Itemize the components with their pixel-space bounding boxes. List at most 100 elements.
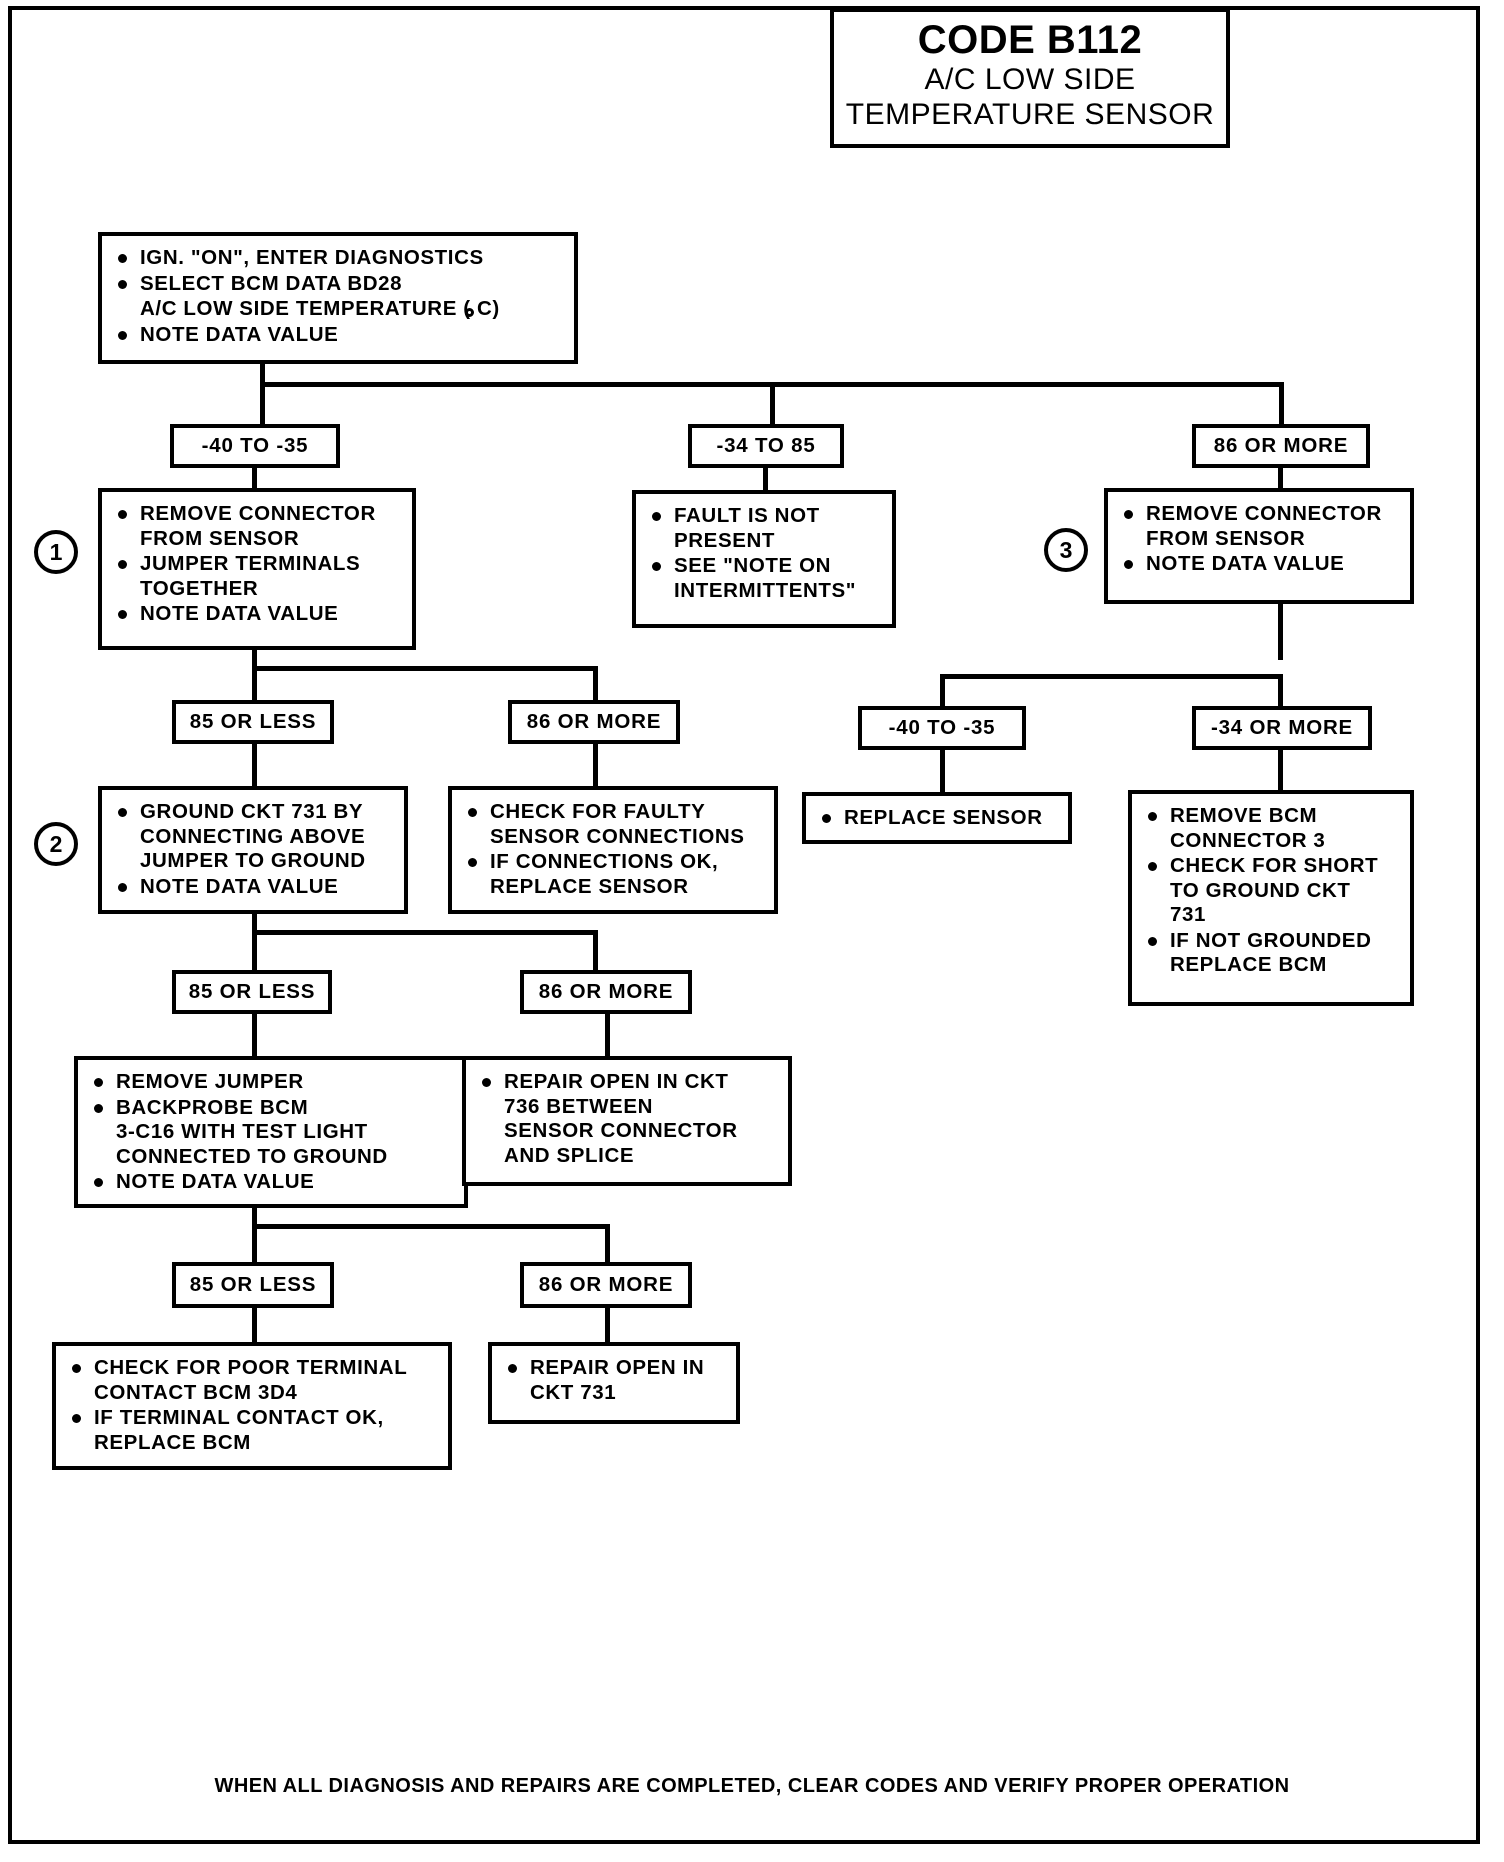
box-fault-line-1: SEE "NOTE ON INTERMITTENTS"	[648, 554, 882, 603]
line-step2-branch-left	[252, 930, 257, 970]
condition-minus34-to-85: -34 TO 85	[688, 424, 844, 468]
box-fault-not-present-list: FAULT IS NOT PRESENT SEE "NOTE ON INTERM…	[648, 504, 882, 603]
condition-label: 86 OR MORE	[526, 710, 662, 733]
box-repair-736-line-0: REPAIR OPEN IN CKT 736 BETWEEN SENSOR CO…	[478, 1070, 778, 1168]
box-fault-not-present: FAULT IS NOT PRESENT SEE "NOTE ON INTERM…	[632, 490, 896, 628]
condition-85-or-less-1: 85 OR LESS	[172, 700, 334, 744]
box-remove-bcm-line-0: REMOVE BCM CONNECTOR 3	[1144, 804, 1400, 853]
box-poor-terminal-line-0: CHECK FOR POOR TERMINAL CONTACT BCM 3D4	[68, 1356, 438, 1405]
box-repair-731-line-0: REPAIR OPEN IN CKT 731	[504, 1356, 726, 1405]
box-poor-terminal-contact: CHECK FOR POOR TERMINAL CONTACT BCM 3D4 …	[52, 1342, 452, 1470]
box-fault-line-0: FAULT IS NOT PRESENT	[648, 504, 882, 553]
condition-label: -40 TO -35	[888, 716, 996, 739]
condition-86-or-more-1: 86 OR MORE	[508, 700, 680, 744]
line-to-cond-a1	[260, 382, 265, 424]
line-cond-85less1-down	[252, 744, 257, 786]
box-step-2: GROUND CKT 731 BY CONNECTING ABOVE JUMPE…	[98, 786, 408, 914]
condition-label: 85 OR LESS	[189, 1273, 317, 1296]
line-cond-a3-down	[1278, 468, 1283, 490]
line-cond-85less2-down	[252, 1014, 257, 1056]
line-step1-branch-right	[593, 666, 598, 700]
box-step-3: REMOVE CONNECTOR FROM SENSOR NOTE DATA V…	[1104, 488, 1414, 604]
line-cond-86more1-down	[593, 744, 598, 786]
line-cond-a2-down	[763, 468, 768, 490]
line-cond-86more3-down	[605, 1308, 610, 1342]
box-start-line-1: SELECT BCM DATA BD28	[114, 272, 564, 297]
line-step1-down	[252, 650, 257, 668]
line-step2-down	[252, 914, 257, 932]
condition-minus34-or-more: -34 OR MORE	[1192, 706, 1372, 750]
line-jumper-branch-left	[252, 1224, 257, 1262]
line-to-cond-a3	[1279, 382, 1284, 424]
condition-label: 86 OR MORE	[538, 1273, 674, 1296]
condition-label: 86 OR MORE	[538, 980, 674, 1003]
box-step-1-list: REMOVE CONNECTOR FROM SENSOR JUMPER TERM…	[114, 502, 402, 627]
line-step1-bus	[252, 666, 598, 671]
box-step-2-line-1: NOTE DATA VALUE	[114, 875, 394, 900]
box-step-1-line-2: NOTE DATA VALUE	[114, 602, 402, 627]
condition-86-or-more-2: 86 OR MORE	[520, 970, 692, 1014]
box-repair-736-list: REPAIR OPEN IN CKT 736 BETWEEN SENSOR CO…	[478, 1070, 778, 1168]
line-cond-m40b-down	[940, 750, 945, 792]
line-cond-a1-down	[252, 468, 257, 490]
condition-85-or-less-3: 85 OR LESS	[172, 1262, 334, 1308]
line-step3-bus	[940, 674, 1283, 679]
line-jumper-down	[252, 1208, 257, 1226]
box-start-line-3: NOTE DATA VALUE	[114, 323, 564, 348]
box-start-line-2: A/C LOW SIDE TEMPERATURE ( C)	[140, 297, 500, 320]
box-step-3-line-1: NOTE DATA VALUE	[1120, 552, 1400, 577]
box-remove-jumper-line-1: BACKPROBE BCM 3-C16 WITH TEST LIGHT CONN…	[90, 1096, 454, 1170]
step-marker-2: 2	[34, 822, 78, 866]
title-block: CODE B112 A/C LOW SIDE TEMPERATURE SENSO…	[830, 8, 1230, 148]
box-remove-jumper-line-0: REMOVE JUMPER	[90, 1070, 454, 1095]
box-replace-sensor: REPLACE SENSOR	[802, 792, 1072, 844]
box-repair-open-736: REPAIR OPEN IN CKT 736 BETWEEN SENSOR CO…	[462, 1056, 792, 1186]
condition-label: 85 OR LESS	[189, 710, 317, 733]
line-start-down	[260, 364, 265, 384]
line-step3-branch-right	[1278, 674, 1283, 708]
box-remove-bcm-line-1: CHECK FOR SHORT TO GROUND CKT 731	[1144, 854, 1400, 928]
page-title: CODE B112	[917, 18, 1143, 62]
line-jumper-branch-right	[605, 1224, 610, 1262]
condition-label: 85 OR LESS	[188, 980, 316, 1003]
page-border	[8, 6, 1480, 1844]
title-subtitle-line1: A/C LOW SIDE	[924, 63, 1136, 96]
box-replace-sensor-line-0: REPLACE SENSOR	[818, 806, 1058, 831]
box-replace-sensor-list: REPLACE SENSOR	[818, 806, 1058, 831]
box-poor-terminal-list: CHECK FOR POOR TERMINAL CONTACT BCM 3D4 …	[68, 1356, 438, 1455]
line-step2-branch-right	[593, 930, 598, 970]
line-cond-86more2-down	[605, 1014, 610, 1056]
step-marker-label: 2	[49, 830, 63, 857]
box-faulty-line-1: IF CONNECTIONS OK, REPLACE SENSOR	[464, 850, 764, 899]
line-jumper-bus	[252, 1224, 610, 1229]
line-step2-bus	[252, 930, 598, 935]
box-remove-jumper: REMOVE JUMPER BACKPROBE BCM 3-C16 WITH T…	[74, 1056, 468, 1208]
step-marker-label: 1	[49, 538, 63, 565]
step-marker-label: 3	[1059, 536, 1073, 563]
step-marker-1: 1	[34, 530, 78, 574]
box-step-3-line-0: REMOVE CONNECTOR FROM SENSOR	[1120, 502, 1400, 551]
box-remove-bcm-connector-3: REMOVE BCM CONNECTOR 3 CHECK FOR SHORT T…	[1128, 790, 1414, 1006]
condition-minus40-to-minus35-b: -40 TO -35	[858, 706, 1026, 750]
footer-note: WHEN ALL DIAGNOSIS AND REPAIRS ARE COMPL…	[214, 1775, 1290, 1797]
box-step-1-line-1: JUMPER TERMINALS TOGETHER	[114, 552, 402, 601]
box-step-3-list: REMOVE CONNECTOR FROM SENSOR NOTE DATA V…	[1120, 502, 1400, 577]
box-step-1-line-0: REMOVE CONNECTOR FROM SENSOR	[114, 502, 402, 551]
line-step3-down	[1278, 604, 1283, 660]
condition-minus40-to-minus35-a: -40 TO -35	[170, 424, 340, 468]
line-step3-branch-left	[940, 674, 945, 708]
line-cond-85less3-down	[252, 1308, 257, 1342]
box-remove-bcm-line-2: IF NOT GROUNDED REPLACE BCM	[1144, 929, 1400, 978]
line-cond-m34more-down	[1278, 750, 1283, 790]
step-marker-3: 3	[1044, 528, 1088, 572]
line-step1-branch-left	[252, 666, 257, 700]
line-to-cond-a2	[770, 382, 775, 424]
box-start: IGN. "ON", ENTER DIAGNOSTICS SELECT BCM …	[98, 232, 578, 364]
box-faulty-line-0: CHECK FOR FAULTY SENSOR CONNECTIONS	[464, 800, 764, 849]
box-faulty-connections: CHECK FOR FAULTY SENSOR CONNECTIONS IF C…	[448, 786, 778, 914]
condition-85-or-less-2: 85 OR LESS	[172, 970, 332, 1014]
box-repair-731-list: REPAIR OPEN IN CKT 731	[504, 1356, 726, 1405]
title-subtitle-line2: TEMPERATURE SENSOR	[845, 98, 1215, 131]
condition-86-or-more-a: 86 OR MORE	[1192, 424, 1370, 468]
